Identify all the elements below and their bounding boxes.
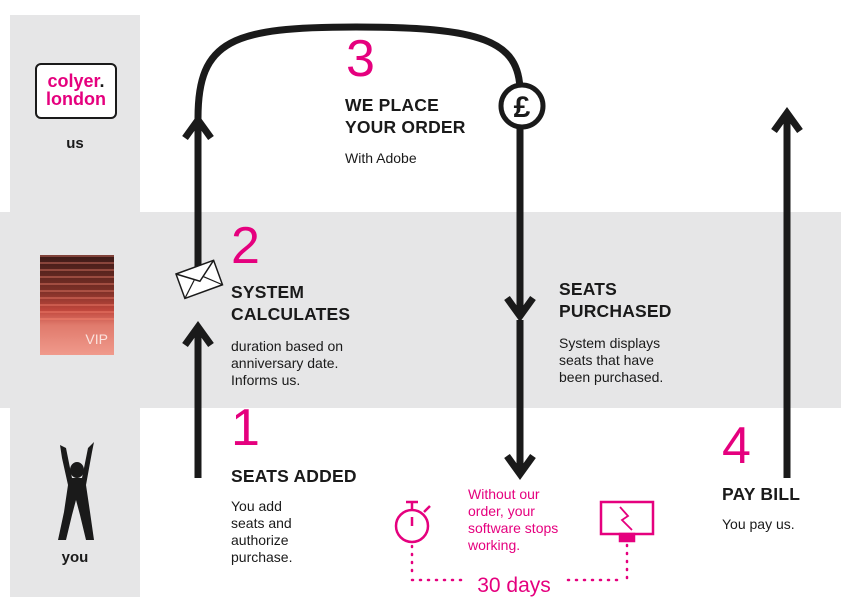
step-1-number: 1: [231, 399, 260, 457]
step-1-title: SEATS ADDED: [231, 466, 357, 486]
step-3-description: With Adobe: [345, 150, 417, 166]
step-3-number: 3: [346, 30, 375, 88]
arrowhead-up-1: [182, 321, 214, 348]
us-label: us: [66, 135, 84, 152]
arrowhead-down-2: [504, 453, 536, 480]
step-2-number: 2: [231, 217, 260, 275]
pound-coin-icon: £: [498, 82, 546, 130]
broken-monitor-icon: [599, 500, 655, 543]
step-4-number: 4: [722, 417, 751, 475]
svg-text:£: £: [514, 91, 531, 124]
timeline-dotted: [410, 543, 629, 582]
vip-image: VIP: [40, 255, 114, 355]
arrowhead-up-2: [182, 114, 214, 141]
loop-arrow: [194, 23, 524, 140]
stopwatch-icon: [394, 500, 431, 544]
you-label: you: [61, 549, 89, 566]
step-4-title: PAY BILL: [722, 484, 801, 504]
arrowhead-up-4: [771, 107, 803, 134]
arrowhead-down-1: [504, 295, 536, 322]
step-4-description: You pay us.: [722, 516, 795, 532]
vip-band: [0, 212, 841, 408]
timeline-label: 30 days: [477, 574, 551, 597]
envelope-icon: [175, 259, 224, 300]
colyer-london-logo: colyer. london: [35, 63, 117, 119]
person-silhouette-icon: [58, 442, 94, 540]
